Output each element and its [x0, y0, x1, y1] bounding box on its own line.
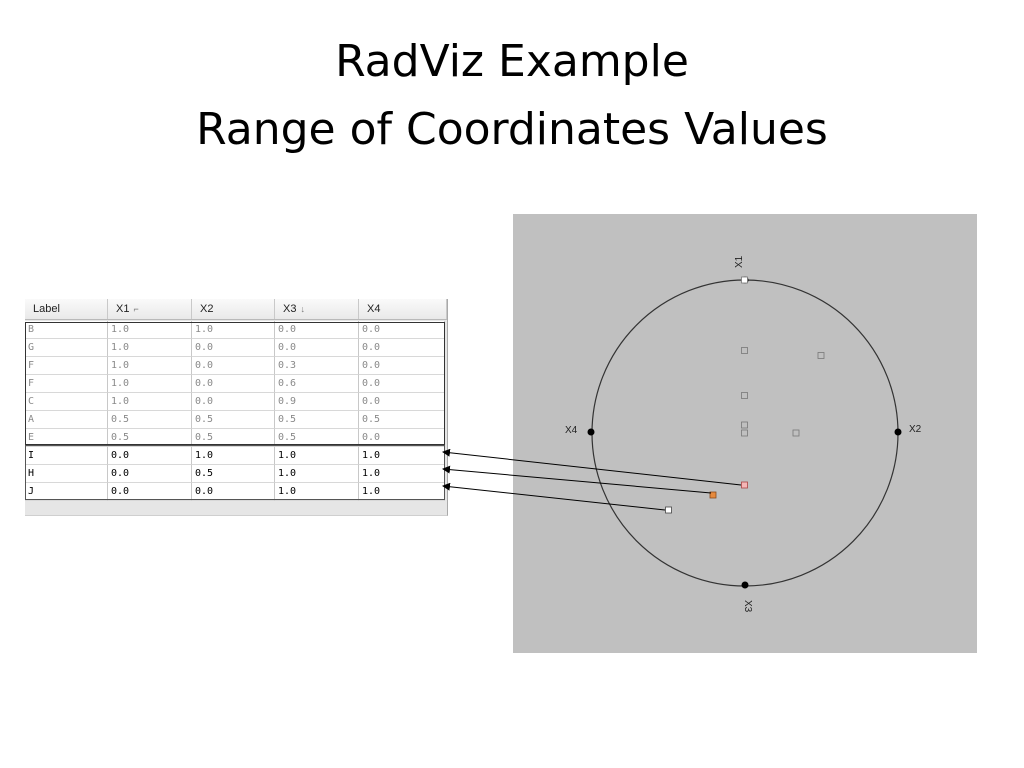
- table-cell-x4[interactable]: 1.0: [359, 483, 445, 501]
- table-cell-x3[interactable]: 1.0: [275, 447, 359, 465]
- anchor-label-x4: X4: [565, 425, 578, 436]
- table-cell-x2[interactable]: 0.0: [192, 339, 275, 357]
- table-cell-x1[interactable]: 0.0: [108, 447, 192, 465]
- point-j[interactable]: [665, 506, 672, 514]
- column-header-x1[interactable]: X1⌐: [108, 299, 192, 319]
- table-cell-x2[interactable]: 0.5: [192, 429, 275, 447]
- table-cell-x4[interactable]: 0.0: [359, 393, 445, 411]
- table-cell-x1[interactable]: 1.0: [108, 339, 192, 357]
- table-cell-label[interactable]: F: [25, 375, 108, 393]
- column-header-label[interactable]: Label: [25, 299, 108, 319]
- table-cell-x3[interactable]: 1.0: [275, 465, 359, 483]
- sort-descending-icon: ↓: [300, 304, 305, 314]
- table-cell-x3[interactable]: 0.3: [275, 357, 359, 375]
- table-cell-x4[interactable]: 0.0: [359, 375, 445, 393]
- table-cell-x4[interactable]: 0.0: [359, 321, 445, 339]
- table-cell-x3[interactable]: 0.5: [275, 411, 359, 429]
- anchor-label-x3: X3: [742, 600, 753, 613]
- sort-indicator-icon: ⌐: [133, 304, 139, 314]
- table-cell-x2[interactable]: 0.5: [192, 465, 275, 483]
- table-cell-label[interactable]: I: [25, 447, 108, 465]
- table-header: Label X1⌐ X2 X3↓ X4: [25, 299, 447, 320]
- slide-title: RadViz Example: [335, 36, 689, 87]
- table-cell-x2[interactable]: 0.0: [192, 483, 275, 501]
- table-cell-x3[interactable]: 0.0: [275, 339, 359, 357]
- table-cell-x2[interactable]: 0.0: [192, 375, 275, 393]
- table-cell-x3[interactable]: 0.6: [275, 375, 359, 393]
- table-cell-x1[interactable]: 1.0: [108, 375, 192, 393]
- column-header-x4[interactable]: X4: [359, 299, 447, 319]
- table-cell-x2[interactable]: 1.0: [192, 447, 275, 465]
- point-c[interactable]: [817, 352, 825, 359]
- table-cell-label[interactable]: G: [25, 339, 108, 357]
- anchor-label-x2: X2: [909, 424, 922, 435]
- table-cell-x4[interactable]: 0.0: [359, 357, 445, 375]
- anchor-label-x1: X1: [734, 255, 745, 268]
- table-cell-x4[interactable]: 1.0: [359, 465, 445, 483]
- table-cell-x4[interactable]: 1.0: [359, 447, 445, 465]
- table-cell-x4[interactable]: 0.0: [359, 429, 445, 447]
- point-e[interactable]: [741, 429, 748, 437]
- table-cell-x1[interactable]: 0.5: [108, 411, 192, 429]
- point-g[interactable]: [741, 347, 748, 354]
- point-h[interactable]: [709, 491, 717, 499]
- table-cell-x2[interactable]: 0.0: [192, 393, 275, 411]
- point-a[interactable]: [741, 421, 748, 429]
- table-cell-label[interactable]: E: [25, 429, 108, 447]
- table-cell-x1[interactable]: 1.0: [108, 393, 192, 411]
- point-f2[interactable]: [792, 429, 800, 437]
- anchor-x3: [741, 581, 749, 589]
- table-cell-x3[interactable]: 0.5: [275, 429, 359, 447]
- point-i[interactable]: [741, 481, 748, 489]
- table-cell-x1[interactable]: 1.0: [108, 321, 192, 339]
- table-cell-x2[interactable]: 0.5: [192, 411, 275, 429]
- table-cell-x3[interactable]: 1.0: [275, 483, 359, 501]
- table-cell-x2[interactable]: 1.0: [192, 321, 275, 339]
- table-cell-x4[interactable]: 0.5: [359, 411, 445, 429]
- table-cell-x1[interactable]: 0.0: [108, 483, 192, 501]
- radviz-plot-panel: X1 X2 X3 X4: [513, 214, 977, 653]
- radviz-canvas: X1 X2 X3 X4: [565, 255, 922, 613]
- table-cell-label[interactable]: J: [25, 483, 108, 501]
- point-b[interactable]: [741, 276, 748, 284]
- point-f[interactable]: [741, 392, 748, 399]
- table-cell-x4[interactable]: 0.0: [359, 339, 445, 357]
- table-cell-x1[interactable]: 0.5: [108, 429, 192, 447]
- column-header-x2[interactable]: X2: [192, 299, 275, 319]
- table-cell-label[interactable]: F: [25, 357, 108, 375]
- table-cell-x1[interactable]: 0.0: [108, 465, 192, 483]
- table-cell-x3[interactable]: 0.0: [275, 321, 359, 339]
- anchor-x2: [894, 428, 902, 436]
- radviz-circle: [591, 279, 899, 587]
- table-cell-x1[interactable]: 1.0: [108, 357, 192, 375]
- table-cell-label[interactable]: B: [25, 321, 108, 339]
- slide-subtitle: Range of Coordinates Values: [196, 104, 828, 155]
- table-cell-label[interactable]: A: [25, 411, 108, 429]
- table-cell-x2[interactable]: 0.0: [192, 357, 275, 375]
- table-cell-label[interactable]: C: [25, 393, 108, 411]
- table-cell-x3[interactable]: 0.9: [275, 393, 359, 411]
- column-header-x3[interactable]: X3↓: [275, 299, 359, 319]
- table-cell-label[interactable]: H: [25, 465, 108, 483]
- anchor-x4: [587, 428, 595, 436]
